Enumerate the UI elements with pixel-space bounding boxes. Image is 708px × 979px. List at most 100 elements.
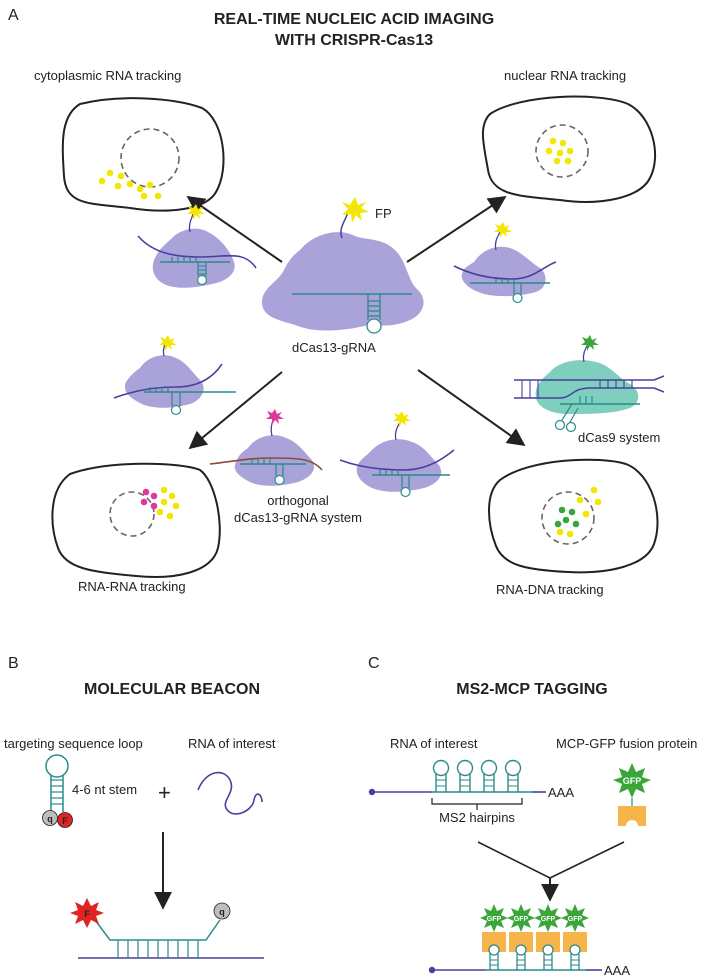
arrow-to-cytoplasmic	[186, 195, 283, 263]
panel-c-label: C	[368, 655, 380, 672]
cell-membrane	[482, 95, 657, 203]
gfp-star-green	[581, 335, 599, 351]
hairpin-bracket	[431, 798, 523, 810]
arrow-to-nuclear	[406, 196, 507, 263]
label-rna-rna-tracking: RNA-RNA tracking	[78, 579, 186, 594]
magenta-star	[266, 409, 284, 425]
cas13-protein	[124, 355, 204, 408]
gfp-star	[613, 763, 651, 798]
polya-tail-label-bound: AAA	[604, 963, 630, 978]
label-rna-dna-tracking: RNA-DNA tracking	[496, 582, 604, 597]
label-mcp-gfp: MCP-GFP fusion protein	[556, 736, 697, 751]
cell-rna-rna	[51, 462, 221, 578]
dcas9-complex	[514, 335, 665, 433]
polya-tail-label: AAA	[548, 785, 574, 800]
molecular-beacon-hairpin: q F	[42, 754, 73, 828]
ms2-hairpins	[432, 759, 522, 792]
cas9-protein	[535, 360, 639, 414]
quencher-bound	[213, 902, 231, 920]
dcas13-complex-bottom-right	[339, 411, 455, 498]
dcas13-complex-center	[262, 197, 424, 334]
label-ms2-hairpins: MS2 hairpins	[439, 810, 515, 825]
ms2-rna	[368, 788, 546, 796]
mcp-gfp-fusion: GFP	[613, 763, 651, 826]
cell-cytoplasmic	[61, 97, 225, 212]
label-rna-of-interest-b: RNA of interest	[188, 736, 276, 751]
gfp-label-bound-2: GFP	[514, 916, 529, 923]
nucleus-dashed	[541, 491, 595, 545]
fp-star	[159, 335, 177, 351]
nucleus-dashed	[535, 124, 589, 178]
target-rna	[113, 363, 223, 399]
nucleus-dashed	[109, 491, 155, 537]
target-rna	[453, 261, 557, 280]
fp-star	[187, 204, 205, 220]
yellow-rna-dots	[545, 137, 574, 165]
fp-star	[393, 411, 411, 427]
cell-rna-dna	[488, 458, 659, 574]
cas13-protein	[234, 435, 315, 486]
magenta-dots	[140, 488, 158, 510]
panel-c-title: MS2-MCP TAGGING	[456, 681, 607, 698]
cell-membrane	[488, 458, 659, 574]
fluorophore-star-red	[70, 898, 104, 928]
target-rna	[339, 449, 455, 471]
fluorophore-label-bound: F	[84, 909, 90, 919]
target-rna-brown	[209, 457, 323, 471]
dcas13-complex-top-left	[137, 204, 257, 288]
label-nuclear-tracking: nuclear RNA tracking	[504, 68, 626, 83]
gfp-label-bound-1: GFP	[487, 916, 502, 923]
target-rna-squiggle	[197, 771, 263, 815]
label-stem: 4-6 nt stem	[72, 782, 137, 797]
gfp-label: GFP	[623, 776, 642, 786]
merge-arrow-lines	[477, 841, 625, 879]
mcp-protein	[618, 806, 646, 826]
dna-strand-bottom	[514, 387, 665, 399]
fp-star	[342, 197, 369, 223]
label-orthogonal-2: dCas13-gRNA system	[234, 510, 362, 525]
fluorophore-label: F	[62, 816, 68, 826]
green-dots	[554, 506, 580, 528]
yellow-dots	[156, 486, 180, 520]
panel-b-title: MOLECULAR BEACON	[84, 681, 260, 698]
cell-membrane	[51, 462, 221, 578]
beacon-probe	[91, 915, 221, 941]
gfp-label-bound-3: GFP	[541, 916, 556, 923]
cas13-protein	[152, 228, 235, 288]
dcas13-complex-mid-left	[113, 335, 236, 416]
arrow-to-rna-rna	[188, 371, 283, 450]
ms2-mcp-complex: AAA GFP GFP GFP GFP	[428, 904, 630, 978]
label-dcas13-grna: dCas13-gRNA	[292, 340, 376, 355]
panel-a-title-line2: WITH CRISPR-Cas13	[275, 32, 433, 49]
bound-beacon: F q	[70, 898, 264, 959]
gfp-stars-bound	[480, 904, 589, 932]
bound-hairpins	[488, 944, 581, 970]
panel-a-title-line1: REAL-TIME NUCLEIC ACID IMAGING	[214, 11, 494, 28]
label-targeting-loop: targeting sequence loop	[4, 736, 143, 751]
plus-sign: +	[158, 780, 171, 805]
label-fp: FP	[375, 206, 392, 221]
nucleus-dashed	[120, 128, 180, 188]
label-cytoplasmic-tracking: cytoplasmic RNA tracking	[34, 68, 181, 83]
beacon-loop	[45, 754, 69, 778]
fp-star	[494, 222, 512, 238]
quencher-label: q	[47, 814, 53, 824]
fluorophore-circle	[57, 812, 73, 828]
mcp-blocks	[482, 932, 587, 952]
quencher-label-bound: q	[219, 907, 225, 917]
yellow-dots	[556, 486, 602, 538]
target-rna	[137, 235, 257, 269]
stem-rungs	[368, 300, 380, 317]
label-dcas9-system: dCas9 system	[578, 430, 660, 445]
dna-strand-top	[514, 375, 665, 381]
grna-hairpin-loop	[366, 318, 382, 334]
panel-a-label: A	[8, 7, 19, 24]
arrow-to-rna-dna	[417, 369, 526, 447]
cas13-protein	[461, 246, 546, 297]
cell-nuclear	[482, 95, 657, 203]
cas13-protein	[356, 439, 442, 492]
label-rna-of-interest-c: RNA of interest	[390, 736, 478, 751]
label-orthogonal-1: orthogonal	[267, 493, 329, 508]
yellow-rna-dots	[98, 169, 162, 200]
